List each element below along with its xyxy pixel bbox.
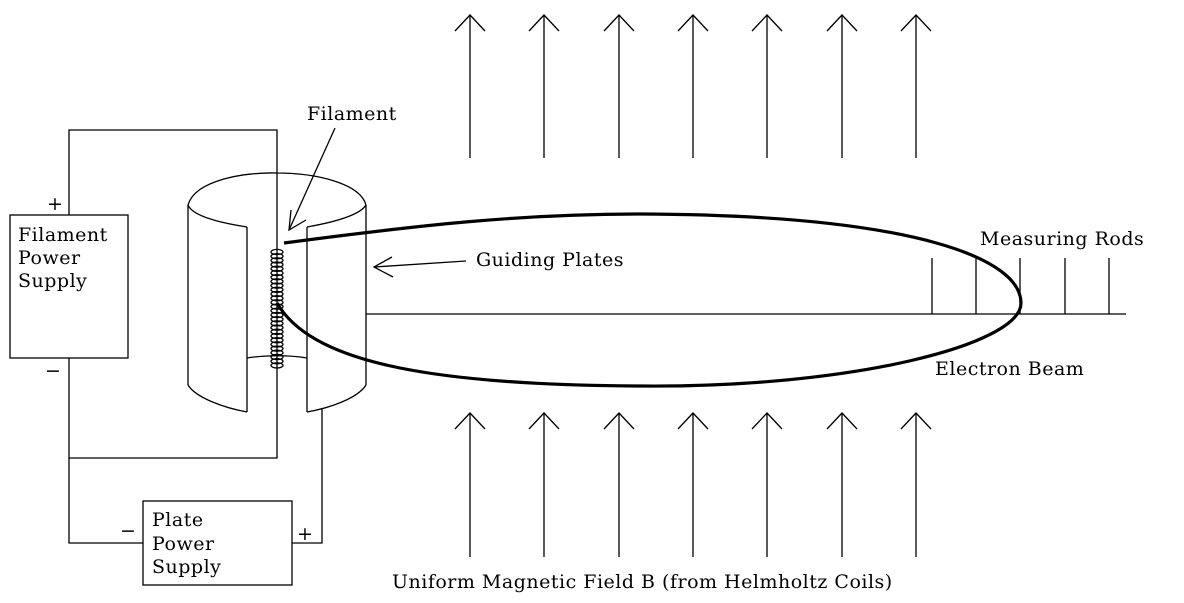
field-arrow-upper-6 — [826, 14, 858, 158]
magnetic-field-label: Uniform Magnetic Field B (from Helmholtz… — [392, 571, 893, 593]
coil-turn — [270, 324, 284, 331]
coil-turn — [270, 328, 284, 336]
filament-supply-minus-sign: − — [45, 360, 61, 382]
coil-turn — [270, 261, 284, 268]
coil-turn — [270, 320, 284, 327]
coil-turn — [270, 257, 284, 264]
guiding-plates-pointer-line — [373, 260, 467, 268]
filament-supply-label-line1: Filament — [18, 224, 108, 246]
left-plate-bottom-edge — [187, 384, 248, 413]
field-arrow-upper-7 — [900, 14, 932, 158]
guiding-plates-label: Guiding Plates — [476, 249, 624, 271]
coil-turn — [270, 290, 284, 298]
coil-turn — [270, 265, 284, 273]
field-arrow-lower-3 — [603, 412, 635, 557]
filament-wire-top — [68, 129, 278, 459]
coil-turn — [270, 362, 284, 369]
coil-turn — [270, 252, 284, 260]
plate-supply-label-line2: Power — [152, 533, 215, 555]
coil-turn — [270, 332, 284, 340]
cylinder-front-rim — [187, 204, 248, 228]
plate-supply-plus-sign: + — [297, 523, 313, 545]
plate-wire-positive — [292, 408, 323, 544]
measuring-rods-label: Measuring Rods — [980, 228, 1144, 250]
filament-coil — [270, 248, 284, 369]
filament-pointer-line — [288, 127, 336, 231]
coil-turn — [270, 278, 284, 285]
filament-supply-plus-sign: + — [47, 193, 63, 215]
coil-turn — [270, 353, 284, 361]
cylinder-top-rim — [187, 172, 367, 206]
filament-pointer-head — [288, 209, 307, 232]
coil-turn — [270, 248, 284, 256]
field-arrow-lower-1 — [454, 412, 486, 557]
field-arrow-lower-6 — [826, 412, 858, 557]
filament-supply-label-line3: Supply — [18, 270, 87, 292]
coil-turn — [270, 311, 284, 319]
field-arrow-lower-4 — [677, 412, 709, 557]
coil-turn — [270, 273, 284, 281]
right-plate-bottom-edge — [306, 384, 367, 413]
field-arrow-upper-1 — [454, 14, 486, 158]
field-arrow-upper-4 — [677, 14, 709, 158]
coil-turn — [270, 345, 284, 352]
field-arrow-upper-3 — [603, 14, 635, 158]
coil-turn — [270, 282, 284, 289]
field-arrow-lower-2 — [528, 412, 560, 557]
field-arrow-lower-5 — [751, 412, 783, 557]
cylinder-front-rim-right — [306, 204, 367, 228]
magnetic-field-arrows — [454, 14, 932, 557]
field-arrow-lower-7 — [900, 412, 932, 557]
coil-turn — [270, 269, 284, 277]
guiding-plates-pointer-head — [372, 256, 394, 278]
field-arrow-upper-2 — [528, 14, 560, 158]
field-arrow-upper-5 — [751, 14, 783, 158]
plate-wire-negative — [68, 458, 143, 544]
plate-supply-label-line3: Supply — [152, 556, 221, 578]
plate-supply-minus-sign: − — [120, 520, 136, 542]
filament-label: Filament — [307, 103, 397, 125]
coil-turn — [270, 357, 284, 365]
electron-beam-label: Electron Beam — [935, 358, 1084, 380]
coil-turn — [270, 286, 284, 294]
plate-supply-label-line1: Plate — [152, 509, 204, 531]
electron-beam-path — [275, 212, 1023, 388]
filament-supply-label-line2: Power — [18, 247, 81, 269]
coil-turn — [270, 336, 284, 344]
coil-turn — [270, 294, 284, 302]
coil-turn — [270, 349, 284, 357]
coil-turn — [270, 341, 284, 348]
coil-turn — [270, 315, 284, 323]
